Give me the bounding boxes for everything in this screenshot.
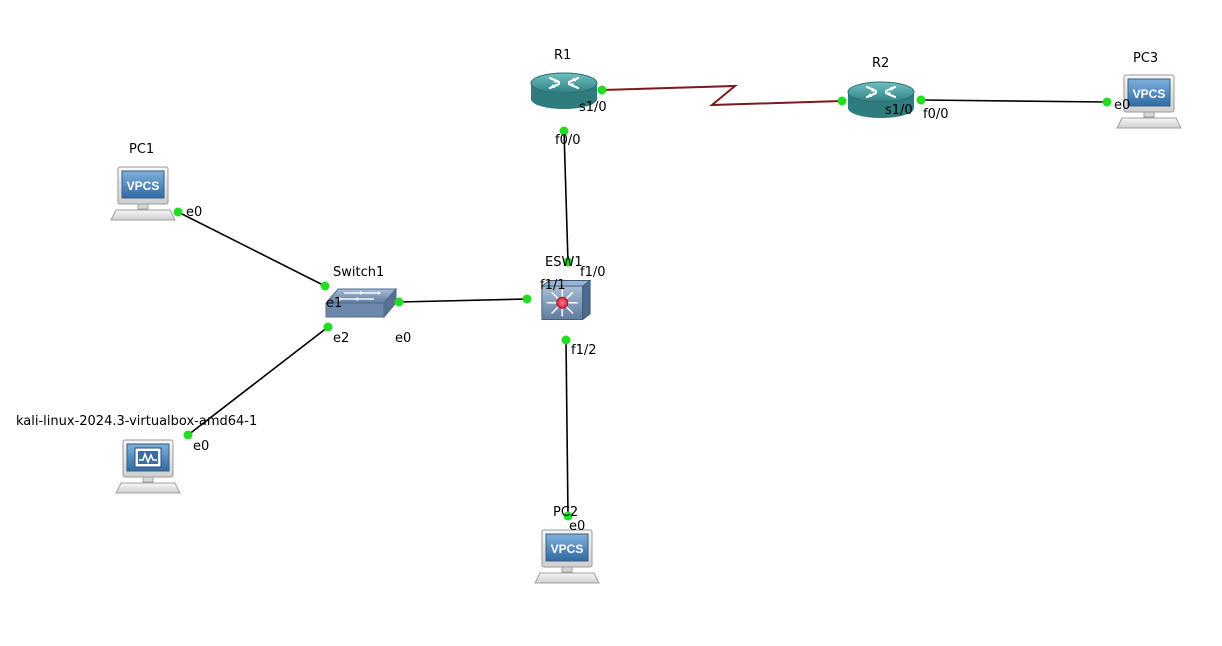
port-status-kali-e0	[183, 430, 193, 440]
port-status-pc1-e0	[173, 207, 183, 217]
node-label-pc1: PC1	[129, 142, 155, 157]
port-label-sw1-e0: e0	[395, 331, 412, 346]
port-label-esw1-f1/1: f1/1	[540, 278, 566, 293]
port-label-r2-f0/0: f0/0	[923, 107, 949, 122]
port-status-sw1-e0	[394, 297, 404, 307]
port-label-pc2-e0: e0	[569, 519, 586, 534]
node-label-r1: R1	[554, 48, 572, 63]
port-label-r1-f0/0: f0/0	[555, 133, 581, 148]
port-label-esw1-f1/0: f1/0	[580, 265, 606, 280]
port-status-r1-f0/0	[559, 126, 569, 136]
port-status-r1-s1/0	[597, 85, 607, 95]
node-label-r2: R2	[872, 56, 890, 71]
port-status-esw1-f1/1	[522, 294, 532, 304]
node-label-pc3: PC3	[1133, 51, 1159, 66]
link-r1-esw1[interactable]	[563, 130, 569, 263]
port-status-pc3-e0	[1102, 97, 1112, 107]
port-label-kali-e0: e0	[193, 439, 210, 454]
port-label-r1-s1/0: s1/0	[579, 100, 607, 115]
port-status-sw1-e1	[320, 281, 330, 291]
link-esw1-pc2[interactable]	[565, 339, 569, 517]
link-r1-r2[interactable]	[601, 84, 843, 107]
port-label-r2-s1/0: s1/0	[885, 103, 913, 118]
port-status-r2-f0/0	[916, 95, 926, 105]
port-label-sw1-e2: e2	[333, 331, 350, 346]
link-r2-pc3[interactable]	[920, 99, 1108, 103]
node-label-kali: kali-linux-2024.3-virtualbox-amd64-1	[16, 414, 258, 429]
node-label-switch1: Switch1	[333, 265, 385, 280]
link-kali-sw1[interactable]	[187, 326, 329, 436]
link-pc1-sw1[interactable]	[177, 211, 326, 287]
port-status-esw1-f1/2	[561, 335, 571, 345]
link-sw1-esw1[interactable]	[398, 298, 528, 303]
port-label-sw1-e1: e1	[326, 296, 343, 311]
port-status-sw1-e2	[323, 322, 333, 332]
port-label-pc3-e0: e0	[1114, 98, 1131, 113]
node-label-esw1: ESW1	[545, 255, 583, 270]
port-status-pc2-e0	[563, 511, 573, 521]
port-label-esw1-f1/2: f1/2	[571, 343, 597, 358]
node-label-pc2: PC2	[553, 505, 579, 520]
port-status-r2-s1/0	[837, 96, 847, 106]
port-status-esw1-f1/0	[563, 257, 573, 267]
port-label-pc1-e0: e0	[186, 205, 203, 220]
